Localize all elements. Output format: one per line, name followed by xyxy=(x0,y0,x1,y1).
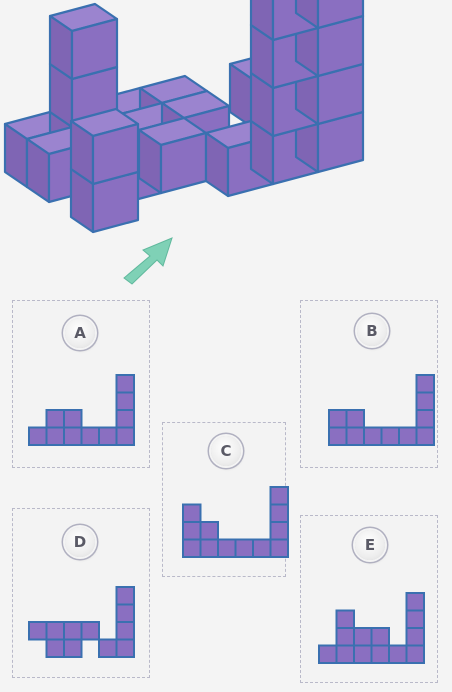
grid-square xyxy=(115,409,135,429)
view-grid-b xyxy=(328,374,435,446)
grid-square xyxy=(370,627,390,647)
grid-square xyxy=(115,638,135,658)
grid-square xyxy=(28,426,48,446)
grid-square xyxy=(380,426,400,446)
grid-square xyxy=(182,521,202,541)
grid-square xyxy=(45,621,65,641)
grid-square xyxy=(252,538,272,558)
grid-square xyxy=(199,521,219,541)
grid-square xyxy=(269,503,289,523)
grid-square xyxy=(182,503,202,523)
grid-square xyxy=(63,638,83,658)
grid-square xyxy=(345,409,365,429)
grid-square xyxy=(45,638,65,658)
cube-front-face xyxy=(91,122,140,186)
grid-square xyxy=(335,627,355,647)
grid-square xyxy=(98,638,118,658)
cube-figure xyxy=(3,0,365,234)
grid-square xyxy=(28,621,48,641)
grid-square xyxy=(234,538,254,558)
grid-square xyxy=(345,426,365,446)
choice-label-c[interactable]: C xyxy=(211,436,241,466)
grid-square xyxy=(328,409,348,429)
grid-square xyxy=(405,592,425,612)
view-direction-arrow-icon xyxy=(123,237,173,285)
grid-square xyxy=(318,644,338,664)
grid-square xyxy=(115,603,135,623)
grid-square xyxy=(45,409,65,429)
grid-square xyxy=(415,391,435,411)
grid-square xyxy=(115,586,135,606)
grid-square xyxy=(80,426,100,446)
grid-square xyxy=(328,426,348,446)
grid-square xyxy=(269,521,289,541)
grid-square xyxy=(115,374,135,394)
grid-square xyxy=(335,644,355,664)
choice-label-d[interactable]: D xyxy=(65,527,95,557)
choice-label-b[interactable]: B xyxy=(357,316,387,346)
grid-square xyxy=(405,609,425,629)
choice-label-a[interactable]: A xyxy=(65,318,95,348)
grid-square xyxy=(217,538,237,558)
grid-square xyxy=(415,374,435,394)
choice-label-e[interactable]: E xyxy=(355,530,385,560)
grid-square xyxy=(63,621,83,641)
view-grid-d xyxy=(28,586,135,658)
view-grid-e xyxy=(318,592,425,664)
grid-square xyxy=(45,426,65,446)
cube-front-face xyxy=(70,17,119,81)
grid-square xyxy=(115,621,135,641)
grid-square xyxy=(115,426,135,446)
grid-square xyxy=(388,644,408,664)
cube-side-face xyxy=(294,0,320,30)
grid-square xyxy=(182,538,202,558)
grid-square xyxy=(398,426,418,446)
grid-square xyxy=(80,621,100,641)
grid-square xyxy=(363,426,383,446)
grid-square xyxy=(63,409,83,429)
grid-square xyxy=(269,486,289,506)
grid-square xyxy=(335,609,355,629)
grid-square xyxy=(405,627,425,647)
cube-front-face xyxy=(316,0,365,30)
grid-square xyxy=(98,426,118,446)
grid-square xyxy=(199,538,219,558)
grid-square xyxy=(115,391,135,411)
grid-square xyxy=(269,538,289,558)
grid-square xyxy=(63,426,83,446)
view-grid-a xyxy=(28,374,135,446)
grid-square xyxy=(353,627,373,647)
view-grid-c xyxy=(182,486,289,558)
grid-square xyxy=(370,644,390,664)
grid-square xyxy=(353,644,373,664)
grid-square xyxy=(415,426,435,446)
grid-square xyxy=(405,644,425,664)
grid-square xyxy=(415,409,435,429)
